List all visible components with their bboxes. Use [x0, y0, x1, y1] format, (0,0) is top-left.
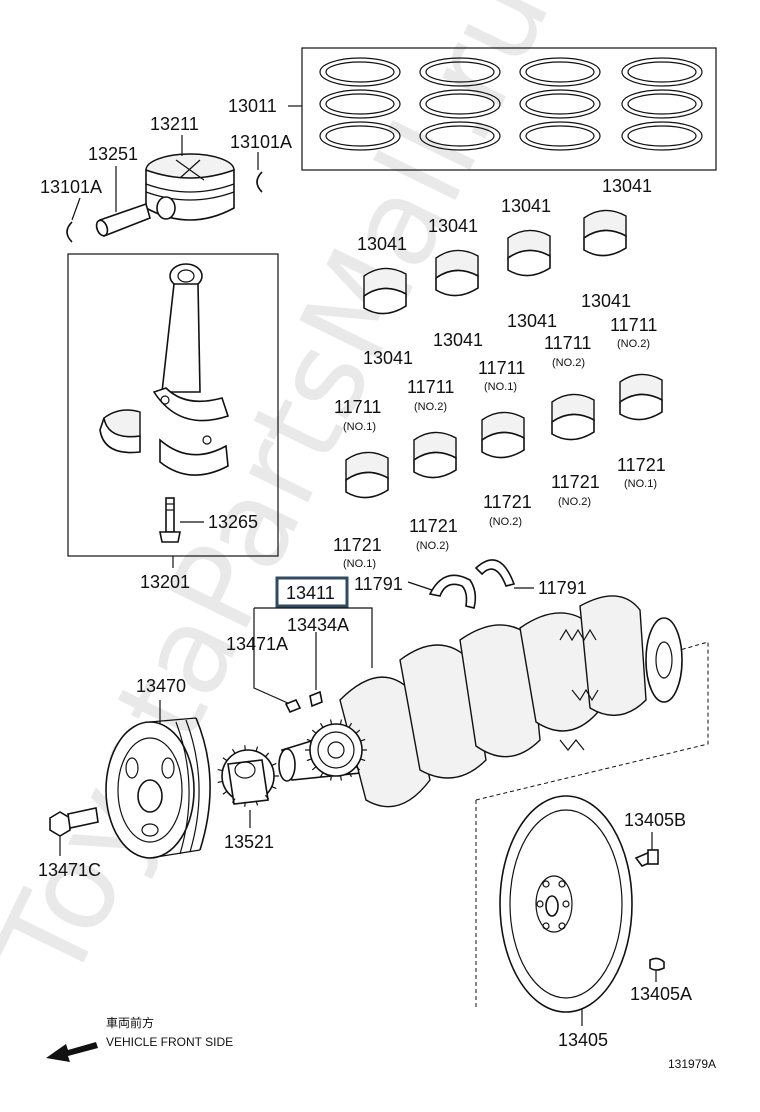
conrod-bearing-shell-2[interactable] — [435, 249, 479, 297]
main-bearing-shell-5[interactable] — [619, 373, 663, 421]
sublabel-upper-3: (NO.1) — [484, 381, 517, 393]
label-conrod-bolt[interactable]: 13265 — [208, 512, 258, 532]
conrod-bearing-shell[interactable] — [99, 409, 141, 454]
label-conrod-bearing-4a[interactable]: 13041 — [602, 176, 652, 196]
label-thrust-washer-right[interactable]: 11791 — [538, 578, 587, 598]
label-main-bearing-upper-3[interactable]: 11711 — [478, 358, 525, 378]
crankshaft-highlight-box — [275, 576, 349, 608]
piston-ring-column — [519, 57, 601, 151]
direction-english: VEHICLE FRONT SIDE — [106, 1035, 233, 1049]
snap-ring-left[interactable] — [66, 221, 73, 243]
label-snap-ring-left[interactable]: 13101A — [40, 177, 102, 197]
crankshaft[interactable] — [278, 595, 683, 808]
label-piston[interactable]: 13211 — [150, 114, 199, 134]
label-main-bearing-lower-2[interactable]: 11721 — [409, 516, 458, 536]
crank-sprocket[interactable] — [305, 719, 367, 781]
label-conrod-bearing-2b[interactable]: 13041 — [433, 330, 483, 350]
direction-japanese: 車両前方 — [106, 1015, 154, 1030]
pulley-bolt[interactable] — [49, 807, 99, 837]
label-conrod-bearing-3b[interactable]: 13041 — [507, 311, 557, 331]
label-flywheel[interactable]: 13405 — [558, 1030, 608, 1050]
label-flywheel-pin[interactable]: 13405A — [630, 984, 692, 1004]
piston[interactable] — [145, 153, 235, 221]
main-bearing-shell-4[interactable] — [551, 393, 595, 441]
flywheel[interactable] — [499, 795, 633, 1013]
figure-id: 131979A — [668, 1057, 716, 1071]
label-main-bearing-upper-5[interactable]: 11711 — [610, 315, 657, 335]
label-main-bearing-upper-4[interactable]: 11711 — [544, 333, 591, 353]
label-main-bearing-upper-1[interactable]: 11711 — [334, 397, 381, 417]
conrod-bolt[interactable] — [159, 497, 181, 543]
label-piston-pin[interactable]: 13251 — [88, 144, 138, 164]
label-conrod-bearing-1b[interactable]: 13041 — [363, 348, 413, 368]
label-conrod-bearing-4b[interactable]: 13041 — [581, 291, 631, 311]
label-pulley-bolt[interactable]: 13471C — [38, 860, 101, 880]
thrust-washer-right[interactable] — [474, 559, 516, 587]
sublabel-upper-5: (NO.2) — [617, 338, 650, 350]
label-timing-sprocket[interactable]: 13521 — [224, 832, 274, 852]
label-crankshaft-key-b[interactable]: 13471A — [226, 634, 288, 654]
label-pulley[interactable]: 13470 — [136, 676, 186, 696]
sublabel-lower-2: (NO.2) — [416, 540, 449, 552]
sublabel-lower-1: (NO.1) — [343, 558, 376, 570]
piston-ring-column — [621, 57, 703, 151]
flywheel-pin[interactable] — [649, 957, 665, 971]
sublabel-upper-2: (NO.2) — [414, 401, 447, 413]
label-conrod-assembly[interactable]: 13201 — [140, 572, 190, 592]
label-thrust-washer-left[interactable]: 11791 — [354, 574, 403, 594]
label-flywheel-bolt[interactable]: 13405B — [624, 810, 686, 830]
flywheel-bolt[interactable] — [634, 849, 659, 867]
sublabel-lower-4: (NO.2) — [558, 496, 591, 508]
piston-ring-column — [419, 57, 501, 151]
front-arrow-icon — [46, 1042, 98, 1062]
label-main-bearing-lower-5[interactable]: 11721 — [617, 455, 666, 475]
piston-pin[interactable] — [95, 202, 151, 238]
label-crankshaft-key-a[interactable]: 13434A — [287, 615, 349, 635]
sublabel-upper-4: (NO.2) — [552, 357, 585, 369]
piston-ring-set[interactable] — [301, 47, 717, 171]
conrod-bearing-shell-1[interactable] — [363, 267, 407, 315]
label-piston-rings[interactable]: 13011 — [228, 96, 277, 116]
label-main-bearing-upper-2[interactable]: 11711 — [407, 377, 454, 397]
thrust-washer-left[interactable] — [428, 574, 477, 609]
sublabel-lower-5: (NO.1) — [624, 478, 657, 490]
label-main-bearing-lower-3[interactable]: 11721 — [483, 492, 532, 512]
label-conrod-bearing-3a[interactable]: 13041 — [501, 196, 551, 216]
crankshaft-pulley[interactable] — [105, 717, 211, 859]
main-bearing-shell-1[interactable] — [345, 451, 389, 499]
label-crankshaft[interactable]: 13411 — [286, 583, 335, 603]
timing-sprocket[interactable] — [217, 745, 279, 807]
label-conrod-bearing-2a[interactable]: 13041 — [428, 216, 478, 236]
main-bearing-shell-3[interactable] — [481, 411, 525, 459]
sublabel-upper-1: (NO.1) — [343, 421, 376, 433]
flywheel-dashed-guide — [475, 641, 709, 1010]
label-snap-ring-right[interactable]: 13101A — [230, 132, 292, 152]
label-main-bearing-lower-4[interactable]: 11721 — [551, 472, 600, 492]
conrod-bearing-shell-3[interactable] — [507, 229, 551, 277]
crankshaft-key[interactable] — [284, 690, 323, 714]
snap-ring-right[interactable] — [256, 171, 263, 193]
main-bearing-shell-2[interactable] — [413, 431, 457, 479]
conrod-bearing-shell-4[interactable] — [583, 209, 627, 257]
label-main-bearing-lower-1[interactable]: 11721 — [333, 535, 382, 555]
sublabel-lower-3: (NO.2) — [489, 516, 522, 528]
label-conrod-bearing-1a[interactable]: 13041 — [357, 234, 407, 254]
connecting-rod[interactable] — [152, 263, 230, 476]
piston-ring-column — [319, 57, 401, 151]
